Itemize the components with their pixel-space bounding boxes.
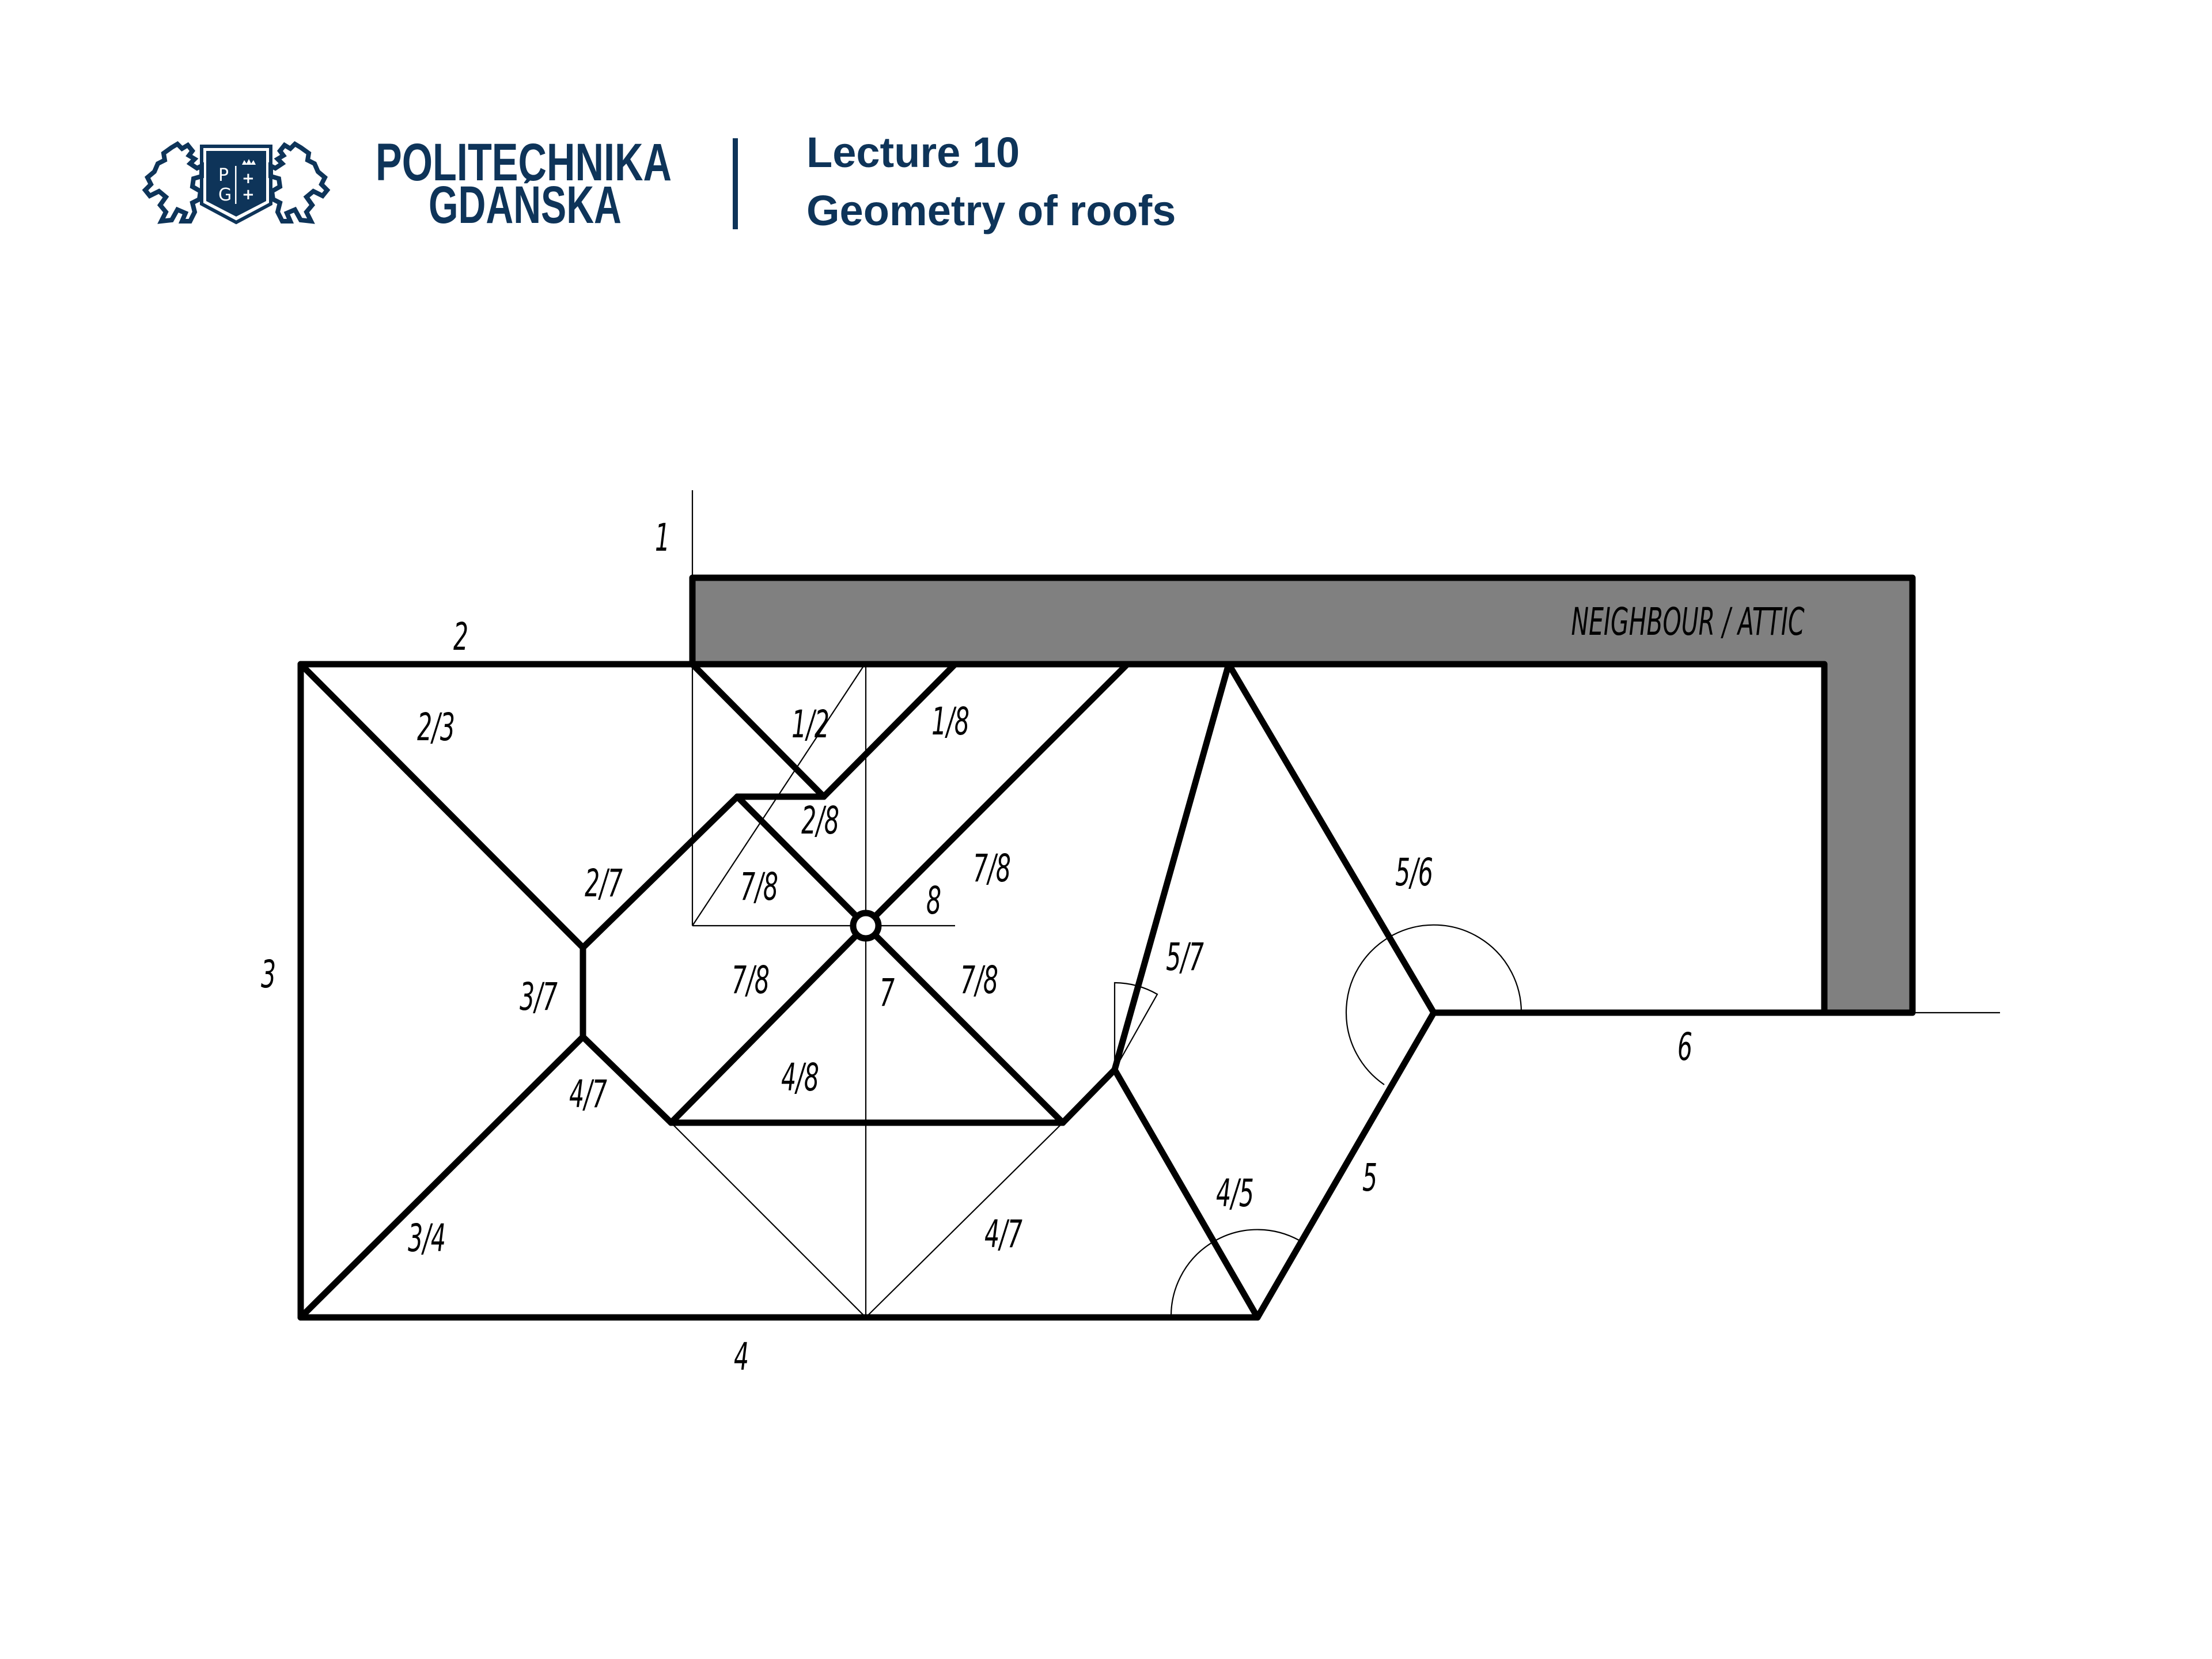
valley-7-8-lower-right: [862, 922, 1066, 1126]
hip-5-6: [1225, 661, 1437, 1016]
hip-4-7-right: [1059, 1066, 1118, 1126]
line-label-1-8: 1/8: [931, 699, 969, 744]
hip-2-3: [297, 661, 586, 951]
slide-header: P G + + POLITECHNIKA GDAŃSKA Lecture 10 …: [0, 0, 2212, 271]
line-label-1-2: 1/2: [791, 702, 830, 747]
header-divider: [733, 138, 738, 229]
edge-label-1: 1: [655, 516, 670, 560]
line-label-2-7: 2/7: [585, 861, 623, 906]
line-label-7-8-lower-right: 7/8: [960, 958, 998, 1002]
valley-7-8-lower-left: [668, 922, 869, 1126]
pg-crest-icon: P G + +: [142, 141, 331, 225]
hip-3-4: [297, 1033, 586, 1321]
line-label-4-8: 4/8: [781, 1055, 819, 1100]
svg-text:G: G: [218, 185, 232, 205]
university-name-line2: GDAŃSKA: [429, 176, 622, 234]
line-label-3-4: 3/4: [408, 1216, 446, 1260]
angle-arc-5-6: [1345, 924, 1522, 1085]
edge-label-4: 4: [734, 1335, 749, 1379]
peak-point: [850, 910, 882, 942]
line-label-5-7: 5/7: [1166, 935, 1204, 979]
line-label-7-8-lower-left: 7/8: [732, 958, 770, 1002]
eaves-outline: [297, 661, 1828, 1321]
line-label-5-6: 5/6: [1395, 850, 1433, 895]
svg-text:+: +: [242, 170, 255, 187]
plane-label-8: 8: [926, 878, 941, 923]
labels: NEIGHBOUR / ATTIC 1 2 3 4 5 6 7 8 2/3 1/…: [261, 516, 1805, 1379]
valley-1-8: [820, 661, 959, 800]
wall-label: NEIGHBOUR / ATTIC: [1571, 600, 1805, 644]
svg-text:P: P: [218, 165, 229, 185]
lecture-title: Geometry of roofs: [806, 187, 1176, 234]
edge-label-6: 6: [1677, 1025, 1692, 1069]
svg-text:+: +: [242, 186, 255, 203]
edge-label-3: 3: [261, 952, 276, 997]
line-label-4-7-left: 4/7: [569, 1072, 607, 1116]
line-label-2-8: 2/8: [801, 798, 839, 843]
line-label-4-5: 4/5: [1216, 1171, 1254, 1215]
hip-4-5: [1111, 1066, 1261, 1321]
hip-1-2: [689, 661, 827, 800]
line-label-3-7: 3/7: [520, 975, 558, 1019]
hip-4-7-left: [579, 1033, 675, 1126]
hip-5-7: [1111, 661, 1232, 1073]
line-label-4-7-right: 4/7: [984, 1212, 1022, 1256]
line-label-7-8-upper-right: 7/8: [973, 846, 1011, 891]
edge-label-2: 2: [453, 615, 468, 659]
university-name-line1: POLITECHNIKA: [376, 133, 672, 192]
line-label-2-3: 2/3: [417, 705, 455, 749]
lecture-number: Lecture 10: [806, 128, 1020, 176]
line-label-7-8-upper-left: 7/8: [740, 865, 778, 909]
plane-label-7: 7: [880, 971, 895, 1015]
valley-7-8-upper: [862, 661, 1131, 929]
valley-2-7: [579, 793, 741, 951]
edge-label-5: 5: [1362, 1156, 1377, 1200]
hip-2-8: [734, 793, 869, 929]
roof-lines: [297, 661, 1828, 1321]
